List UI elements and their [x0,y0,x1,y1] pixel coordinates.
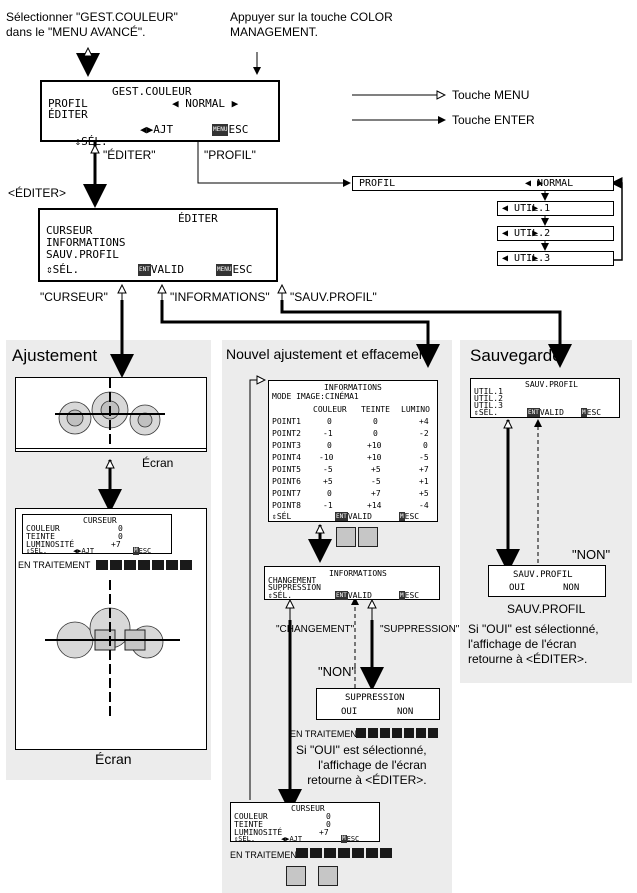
editer-title: ÉDITER [178,212,218,225]
curseur-screen-1: CURSEUR COULEUR 0 TEINTE 0 LUMINOSITÉ +7… [22,514,172,555]
gest-title: GEST.COULEUR [112,85,192,98]
label-en-traitement-2: EN TRAITEMENT [290,729,363,739]
section-ajustement: Ajustement [12,346,98,365]
gray-square-3 [286,866,306,886]
label-editer-q: "ÉDITER" [103,148,156,162]
info-menu-screen: INFORMATIONS CHANGEMENT SUPPRESSION ⇕SÉL… [264,566,440,600]
gest-footer: ⇕SÉL. [74,135,108,148]
label-suppression-q: "SUPPRESSION" [380,624,460,635]
gest-profil-value: ◀ NORMAL ▶ [172,97,239,110]
suppression-screen: SUPPRESSION OUI NON [316,688,440,720]
editer-item-sauv: SAUV.PROFIL [46,248,119,261]
caption-sauv: Si "OUI" est sélectionné, l'affichage de… [468,622,599,666]
label-en-traitement-3: EN TRAITEMENT [230,850,303,860]
sauv-caption: SAUV.PROFIL [507,602,586,616]
label-profil-q: "PROFIL" [204,148,256,162]
section-sauvegarde: Sauvegarde [470,346,562,365]
curseur-screen-2: CURSEUR COULEUR 0 TEINTE 0 LUMINOSITÉ +7… [230,802,380,843]
legend-enter-key: Touche ENTER [452,113,535,127]
leftright-arrow-icon: ◀▶ [140,123,154,136]
profil-option-util3: ◀ UTIL.3 ▶ [497,251,614,266]
menu-key-icon: MENU [212,124,229,136]
progress-bar-3 [296,848,392,858]
note-press: Appuyer sur la touche COLOR MANAGEMENT. [230,10,393,39]
editer-footer-sel: ⇕SÉL. [46,263,80,276]
info-table-screen: INFORMATIONS MODE IMAGE:CINÉMA1 COULEUR … [268,380,438,522]
editer-item-informations: INFORMATIONS [46,236,126,249]
rose-image-icon [55,378,165,448]
gest-editer: ÉDITER [48,108,88,121]
progress-bar-2 [356,728,438,738]
label-informations-q: "INFORMATIONS" [170,290,270,304]
profil-chain-bar: PROFIL ◀ NORMAL ▶ [352,176,614,191]
gray-square-1 [336,527,356,547]
label-curseur-q: "CURSEUR" [40,290,108,304]
gray-square-4 [318,866,338,886]
rose-image-icon-2 [45,580,180,720]
gest-esc: MENUESC [212,123,249,136]
label-editer-tag: <ÉDITER> [8,186,67,200]
enter-key-icon: ENT [138,264,151,276]
gest-profil: PROFIL [48,97,88,110]
gray-square-2 [358,527,378,547]
editer-footer-esc: MENUESC [216,263,253,276]
updown-arrow-icon: ⇕ [46,263,53,276]
label-en-traitement-1: EN TRAITEMENT [18,560,91,570]
label-ecran-1: Écran [142,456,174,470]
profil-chain-normal: ◀ NORMAL ▶ [525,178,574,189]
label-non-q2: "NON" [572,547,611,562]
legend-menu-key: Touche MENU [452,88,530,102]
updown-arrow-icon: ⇕ [74,135,82,148]
label-non-q1: "NON" [318,664,357,679]
section-nouvel: Nouvel ajustement et effacement [226,346,431,362]
crosshair-icon [55,378,165,448]
editer-item-curseur: CURSEUR [46,224,93,237]
gest-ajt: ◀▶AJT [140,123,174,136]
caption-suppression: Si "OUI" est sélectionné, l'affichage de… [296,743,427,787]
editer-screen: ÉDITER CURSEUR INFORMATIONS SAUV.PROFIL … [38,208,278,282]
profil-option-util1: ◀ UTIL.1 ▶ [497,201,614,216]
editer-footer-valid: ENTVALID [138,263,184,276]
progress-bar-1 [96,560,192,570]
sauv-confirm-screen: SAUV.PROFIL OUI NON [488,565,606,597]
sauv-screen: SAUV.PROFIL UTIL.1 UTIL.2 UTIL.3 ⇕SÉL. E… [470,378,620,418]
note-select: Sélectionner "GEST.COULEUR" dans le "MEN… [6,10,178,39]
label-ecran-2: Écran [95,751,132,767]
menu-key-icon: MENU [216,264,233,276]
gest-couleur-screen: GEST.COULEUR PROFIL ◀ NORMAL ▶ ÉDITER ⇕S… [40,80,280,148]
profil-option-util2: ◀ UTIL.2 ▶ [497,226,614,241]
label-changement-q: "CHANGEMENT" [276,624,355,635]
label-sauv-q: "SAUV.PROFIL" [290,290,377,304]
